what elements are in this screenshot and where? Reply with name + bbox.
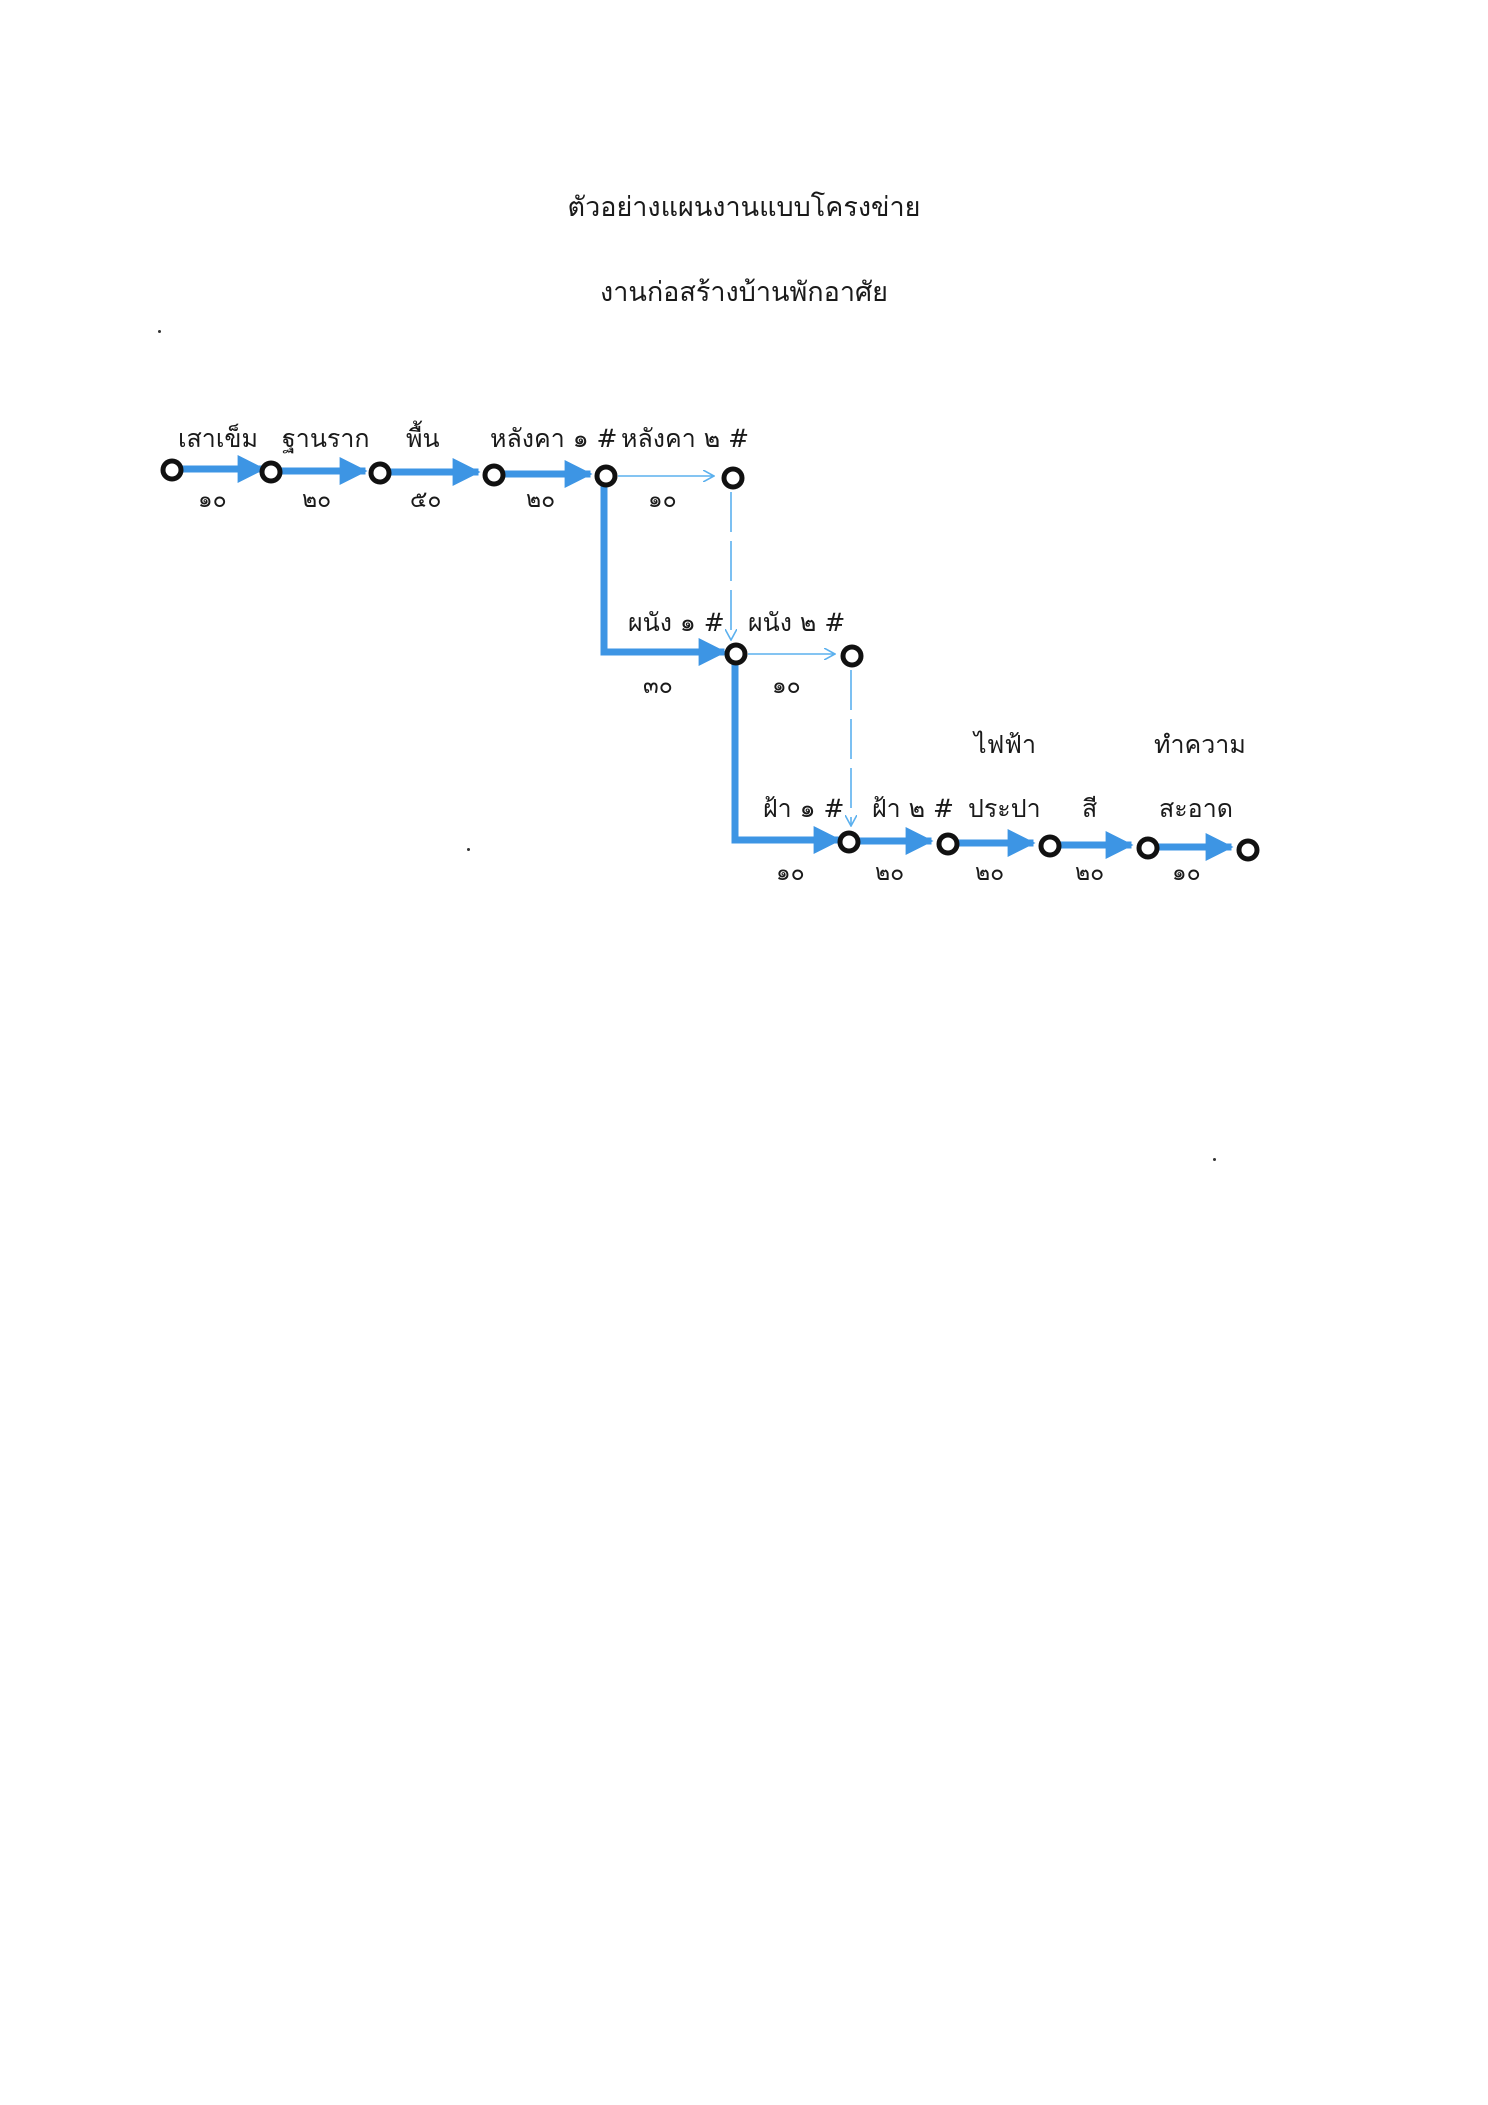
duration-plumbing: ๒๐: [975, 860, 1004, 886]
node-7: [724, 642, 748, 666]
diagram-title: ตัวอย่างแผนงานแบบโครงข่าย: [567, 192, 921, 223]
node-2: [259, 460, 283, 484]
node-12: [1136, 836, 1160, 860]
edge-wall1: [600, 482, 727, 666]
label-cleaning: ทำความ: [1154, 730, 1246, 759]
duration-paint: ๒๐: [1075, 860, 1104, 886]
duration-cleaning: ๑๐: [1172, 860, 1201, 886]
label-ceiling2: ฝ้า ๒ #: [872, 794, 954, 823]
duration-foundation: ๒๐: [302, 487, 331, 513]
diagram-subtitle: งานก่อสร้างบ้านพักอาศัย: [600, 277, 888, 308]
duration-wall2: ๑๐: [772, 673, 801, 699]
node-6: [721, 466, 745, 490]
label-roof2: หลังคา ๒ #: [621, 424, 749, 453]
label-floor: พื้น: [406, 420, 440, 453]
duration-piles: ๑๐: [198, 487, 227, 513]
scan-speck: [467, 848, 470, 851]
label-plumbing: ประปา: [968, 794, 1041, 823]
label-wall2: ผนัง ๒ #: [748, 608, 845, 637]
scan-speck: [158, 330, 161, 333]
label-paint: สี: [1082, 794, 1097, 823]
node-5: [594, 464, 618, 488]
label-wall1: ผนัง ๑ #: [628, 608, 725, 637]
duration-roof2: ๑๐: [648, 487, 677, 513]
label-cleaning-2: สะอาด: [1159, 794, 1233, 823]
duration-roof1: ๒๐: [526, 487, 555, 513]
node-4: [482, 463, 506, 487]
node-1: [160, 458, 184, 482]
activity-durations: ๑๐ ๒๐ ๕๐ ๒๐ ๑๐ ๓๐ ๑๐ ๑๐ ๒๐ ๒๐ ๒๐ ๑๐: [198, 487, 1201, 886]
duration-wall1: ๓๐: [643, 673, 673, 699]
activity-labels: เสาเข็ม ฐานราก พื้น หลังคา ๑ # หลังคา ๒ …: [178, 420, 1246, 823]
duration-ceiling1: ๑๐: [776, 860, 805, 886]
duration-floor: ๕๐: [410, 487, 441, 513]
node-11: [1038, 834, 1062, 858]
label-piles: เสาเข็ม: [178, 423, 258, 453]
node-8: [840, 644, 864, 668]
node-13: [1236, 838, 1260, 862]
label-roof1: หลังคา ๑ #: [490, 424, 617, 453]
node-10: [936, 832, 960, 856]
node-9: [837, 830, 861, 854]
duration-ceiling2: ๒๐: [875, 860, 904, 886]
label-ceiling1: ฝ้า ๑ #: [763, 794, 844, 823]
label-electric: ไฟฟ้า: [972, 730, 1036, 759]
node-3: [368, 461, 392, 485]
scan-speck: [1213, 1158, 1216, 1161]
noncritical-path: [618, 476, 851, 826]
edge-ceiling1: [731, 663, 842, 854]
label-foundation: ฐานราก: [282, 424, 370, 453]
event-nodes: [160, 458, 1260, 862]
critical-path: [177, 455, 1234, 861]
